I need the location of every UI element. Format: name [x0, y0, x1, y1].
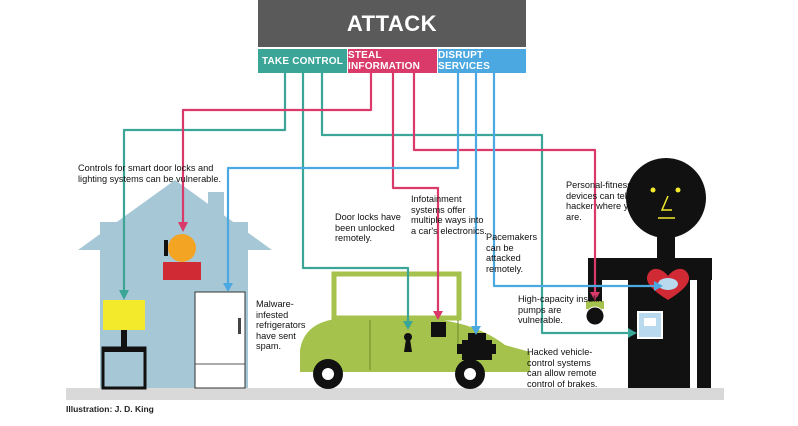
keyhole-icon: [404, 333, 412, 352]
lamp: [101, 300, 147, 390]
note-door-locks: Door locks have been unlocked remotely.: [335, 212, 401, 244]
infotainment-unit: [431, 322, 446, 337]
arrowheads: [119, 222, 663, 338]
illustration-credit: Illustration: J. D. King: [66, 404, 154, 414]
connector-take-smart-home: [122, 73, 287, 292]
engine-icon: [457, 333, 496, 360]
car: [300, 271, 530, 389]
connector-steal-fitness: [412, 73, 597, 296]
pacemaker: [658, 278, 678, 290]
note-infotainment: Infotainment systems offer multiple ways…: [411, 194, 487, 236]
connector-disrupt-fridge: [226, 73, 460, 286]
note-fitness: Personal-fitness devices can tell a hack…: [566, 180, 639, 222]
connector-steal-infotainment: [391, 73, 440, 314]
alarm-bell: [163, 234, 201, 280]
note-vehicle-control: Hacked vehicle-control systems can allow…: [527, 347, 598, 389]
note-pacemakers: Pacemakers can be attacked remotely.: [486, 232, 538, 274]
note-smart-home: Controls for smart door locks and lighti…: [78, 163, 221, 184]
attack-title: ATTACK: [346, 10, 438, 36]
face: [650, 187, 681, 219]
ground: [66, 388, 724, 400]
connector-steal-alarm: [181, 73, 373, 226]
fitness-tracker: [585, 306, 605, 326]
insulin-pump-screen: [644, 318, 656, 326]
attack-header: ATTACK: [258, 0, 526, 47]
note-fridge: Malware-infested refrigerators have sent…: [256, 299, 306, 352]
connector-take-door-lock: [301, 73, 410, 324]
category-steal-information: STEAL INFORMATION: [348, 49, 437, 73]
category-take-control: TAKE CONTROL: [258, 49, 347, 73]
connector-take-vehicle: [320, 73, 630, 335]
connector-disrupt-pacemaker: [492, 73, 656, 288]
refrigerator: [194, 291, 246, 389]
fitness-band: [586, 301, 604, 309]
category-disrupt-services: DISRUPT SERVICES: [438, 49, 526, 73]
connectors: [122, 73, 656, 335]
note-insulin: High-capacity insulin pumps are vulnerab…: [518, 294, 603, 326]
insulin-pump: [637, 311, 663, 339]
